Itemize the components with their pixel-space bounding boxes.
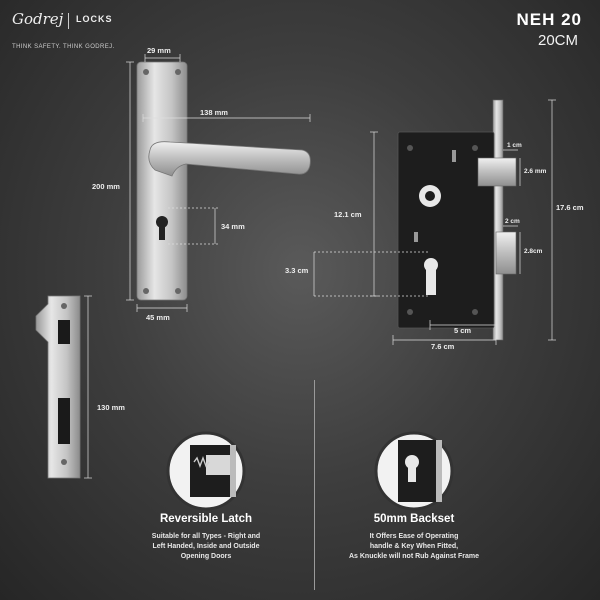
dim-handle-height: 200 mm [92, 182, 120, 191]
logo-divider [68, 13, 69, 29]
dim-lever-length: 138 mm [200, 108, 228, 117]
brand-tagline: THINK SAFETY. THINK GODREJ. [12, 44, 115, 50]
dim-bottom-width: 45 mm [146, 313, 170, 322]
feature-divider [314, 380, 315, 590]
dim-lock-26: 2.6 mm [524, 168, 547, 175]
feature-text-line: As Knuckle will not Rub Against Frame [348, 553, 480, 560]
dim-keyhole: 34 mm [221, 222, 245, 231]
dim-strike-height: 130 mm [97, 403, 125, 412]
brand-logo: Godrej [12, 10, 64, 28]
product-model: NEH 20 [516, 10, 582, 29]
feature-text-backset: It Offers Ease of Operating handle & Key… [304, 532, 524, 562]
dim-lock-121: 12.1 cm [334, 210, 362, 219]
dim-lock-176: 17.6 cm [556, 203, 584, 212]
mortise-lock-body [397, 99, 517, 341]
handle-plate [136, 61, 311, 301]
feature-title-backset: 50mm Backset [373, 513, 455, 525]
feature-text-line: Suitable for all Types - Right and [151, 533, 261, 540]
feature-text-latch: Suitable for all Types - Right and Left … [106, 532, 306, 562]
product-size: 20CM [537, 32, 578, 49]
dim-lock-28: 2.8cm [524, 248, 543, 255]
dim-lock-33: 3.3 cm [285, 266, 309, 275]
feature-title-latch: Reversible Latch [159, 513, 253, 525]
dim-lock-2: 2 cm [505, 218, 520, 225]
dim-lock-1: 1 cm [507, 142, 522, 149]
feature-text-line: It Offers Ease of Operating [369, 533, 459, 540]
strike-plate [35, 295, 81, 479]
dim-top-width: 29 mm [147, 46, 171, 55]
dim-lock-76: 7.6 cm [431, 342, 455, 351]
reversible-latch-illustration [166, 431, 246, 511]
feature-text-line: handle & Key When Fitted, [369, 543, 459, 550]
feature-text-line: Opening Doors [180, 553, 232, 560]
lock-dimension-lines [313, 99, 556, 345]
backset-illustration [374, 431, 454, 511]
dim-lock-5: 5 cm [454, 326, 472, 335]
strike-dimension-line [84, 295, 92, 479]
handle-dimension-lines [126, 54, 311, 312]
feature-text-line: Left Handed, Inside and Outside [152, 543, 260, 550]
brand-section: LOCKS [76, 14, 113, 24]
